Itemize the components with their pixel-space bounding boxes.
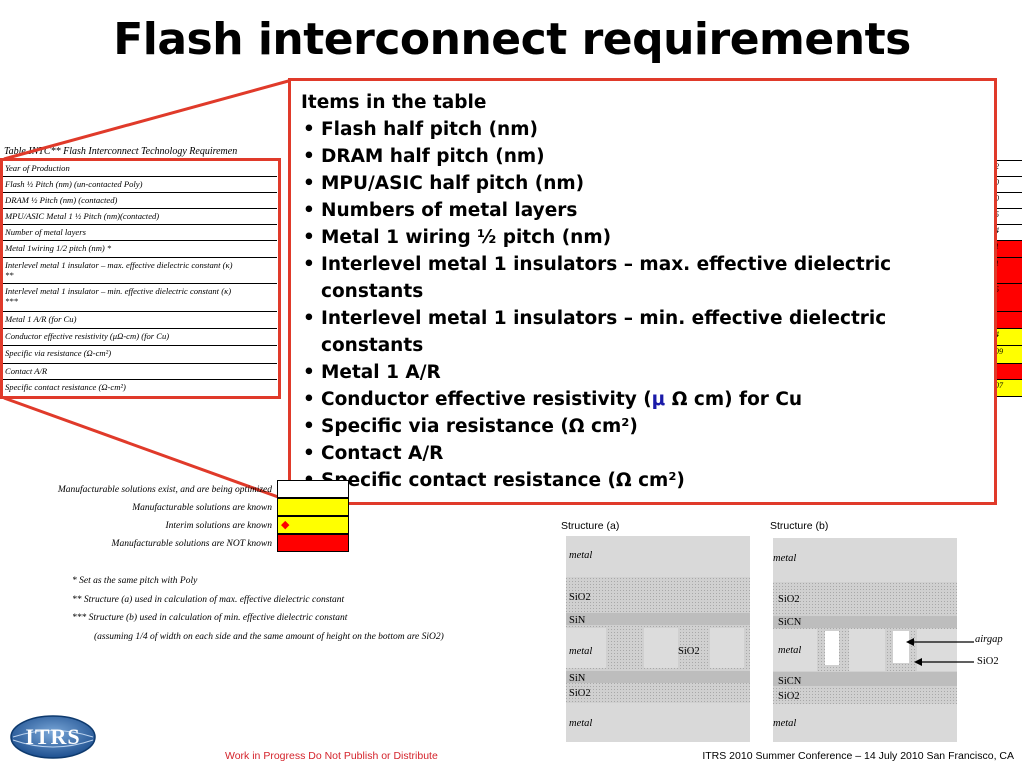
table-row: Number of metal layers [3,224,277,240]
label-metal: metal [773,553,797,564]
list-item: Metal 1 wiring ½ pitch (nm) [301,224,984,251]
table-cell: Interlevel metal 1 insulator – max. effe… [5,260,233,270]
mu-symbol: μ [651,389,666,410]
table-caption: Table INTC** Flash Interconnect Technolo… [4,146,238,157]
label-airgap: airgap [975,634,1003,645]
footer-conference: ITRS 2010 Summer Conference – 14 July 20… [702,750,1014,762]
label-sio2: SiO2 [569,688,591,699]
list-item: Interlevel metal 1 insulators – max. eff… [301,251,984,305]
table-row: Specific via resistance (Ω-cm²) [3,345,277,363]
legend-swatch-yellow-interim: ◆ [277,516,349,534]
table-cell: 09 [992,345,1022,363]
diamond-icon: ◆ [281,519,290,531]
table-row: Interlevel metal 1 insulator – min. effe… [3,283,277,311]
table-cell: 0 [992,176,1022,192]
table-row: Metal 1 A/R (for Cu) [3,311,277,328]
list-item: Specific contact resistance (Ω cm²) [301,467,984,494]
footnote: * Set as the same pitch with Poly [72,576,198,586]
annotation-arrows [906,638,974,666]
table-cell: ** [5,270,14,280]
legend: Manufacturable solutions exist, and are … [0,480,360,556]
page-title: Flash interconnect requirements [113,14,911,65]
legend-label: Manufacturable solutions exist, and are … [57,485,272,495]
table-row: DRAM ½ Pitch (nm) (contacted) [3,192,277,208]
table-row: MPU/ASIC Metal 1 ½ Pitch (nm)(contacted) [3,208,277,224]
table-cell: 4 [992,224,1022,240]
table-row: Flash ½ Pitch (nm) (un-contacted Poly) [3,176,277,192]
list-item-text: Ω cm) for Cu [665,389,803,410]
list-item: Contact A/R [301,440,984,467]
table-row: Contact A/R [3,363,277,379]
list-item-text: Conductor effective resistivity ( [321,389,652,410]
list-item: DRAM half pitch (nm) [301,143,984,170]
itrs-logo: ITRS [8,714,98,760]
table-cell: 4 [992,328,1022,345]
label-metal: metal [569,646,593,657]
label-metal: metal [773,718,797,729]
list-item: MPU/ASIC half pitch (nm) [301,170,984,197]
structure-b-diagram: metal SiO2 SiCN metal SiCN SiO2 metal [773,538,957,742]
label-sicn: SiCN [778,676,802,687]
table-cell: 2 [992,160,1022,176]
list-item: Flash half pitch (nm) [301,116,984,143]
structure-a-graphic [566,536,750,742]
legend-swatch-white [277,480,349,498]
label-sio2: SiO2 [977,656,999,667]
list-item: Metal 1 A/R [301,359,984,386]
label-sio2: SiO2 [778,691,800,702]
label-metal: metal [569,718,593,729]
list-item: Conductor effective resistivity (μ Ω cm)… [301,386,984,413]
table-cell: 5 [992,283,1022,311]
table-cell [992,311,1022,328]
legend-swatch-yellow [277,498,349,516]
table-cell: 07 [992,379,1022,397]
legend-swatch-red [277,534,349,552]
label-metal: metal [569,550,593,561]
table-cell: 1 [992,240,1022,257]
highlight-frame [0,158,281,399]
label-sin: SiN [569,673,586,684]
callout-heading: Items in the table [301,92,487,113]
callout-list: Flash half pitch (nm) DRAM half pitch (n… [301,116,984,494]
logo-text: ITRS [25,724,81,749]
list-item: Specific via resistance (Ω cm²) [301,413,984,440]
table-row: Interlevel metal 1 insulator – max. effe… [3,257,277,283]
table-right-fragment: 2 0 0 5 4 1 1 5 4 09 07 [992,160,1022,398]
footer-disclaimer: Work in Progress Do Not Publish or Distr… [225,750,438,762]
table-row: Metal 1wiring 1/2 pitch (nm) * [3,240,277,257]
label-sio2: SiO2 [569,592,591,603]
list-item: Numbers of metal layers [301,197,984,224]
legend-label: Manufacturable solutions are NOT known [111,539,272,549]
table-row: Conductor effective resistivity (μΩ-cm) … [3,328,277,345]
label-sio2: SiO2 [678,646,700,657]
legend-label: Interim solutions are known [165,521,272,531]
label-metal: metal [778,645,802,656]
footnote: ** Structure (a) used in calculation of … [72,595,345,605]
structure-b-title: Structure (b) [770,520,829,532]
footnote: (assuming 1/4 of width on each side and … [94,632,444,642]
table-cell [992,363,1022,379]
table-cell: Interlevel metal 1 insulator – min. effe… [5,286,232,296]
footnote: *** Structure (b) used in calculation of… [72,613,348,623]
label-sicn: SiCN [778,617,802,628]
table-cell: 1 [992,257,1022,283]
table-cell: *** [5,296,18,306]
structure-a-diagram: metal SiO2 SiN metal SiO2 SiN SiO2 metal [566,536,750,742]
list-item: Interlevel metal 1 insulators – min. eff… [301,305,984,359]
label-sio2: SiO2 [778,594,800,605]
structure-b-graphic [773,538,957,742]
structure-a-title: Structure (a) [561,520,620,532]
legend-label: Manufacturable solutions are known [132,503,272,513]
table-cell: 5 [992,208,1022,224]
items-callout: Items in the table Flash half pitch (nm)… [288,78,997,505]
label-sin: SiN [569,615,586,626]
table-cell: 0 [992,192,1022,208]
globe-icon [10,715,96,759]
